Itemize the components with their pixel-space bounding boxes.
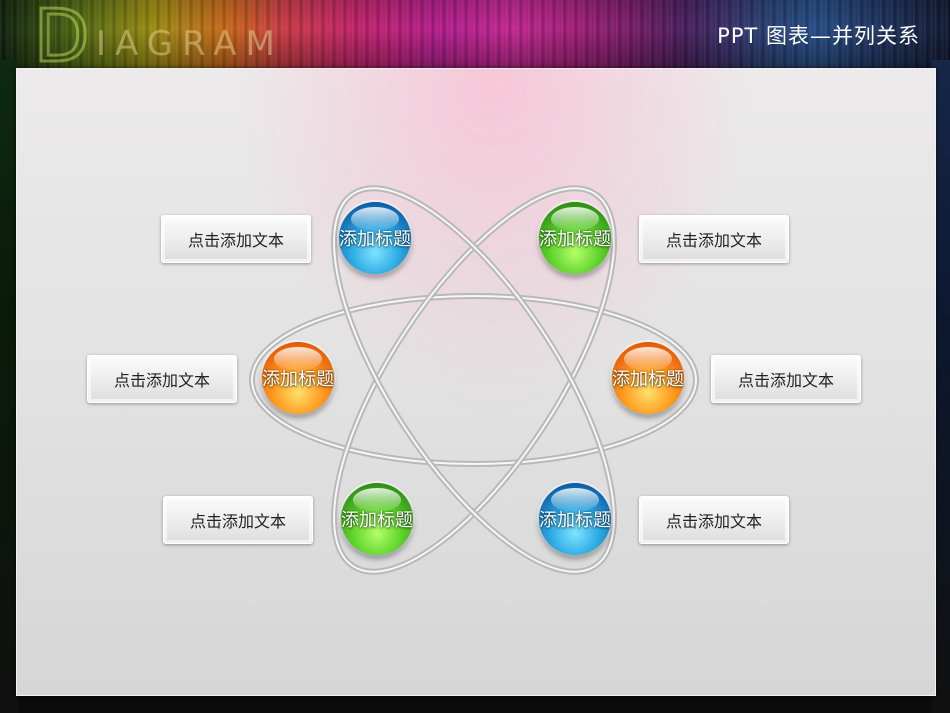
orb-middle-right[interactable]: 添加标题 bbox=[612, 342, 684, 414]
orb-title: 添加标题 bbox=[262, 369, 334, 390]
text-box-middle-right[interactable]: 点击添加文本 bbox=[711, 355, 861, 403]
orb-title: 添加标题 bbox=[539, 229, 611, 250]
orb-title: 添加标题 bbox=[539, 510, 611, 531]
text-box-middle-left[interactable]: 点击添加文本 bbox=[87, 355, 237, 403]
text-box-top-left[interactable]: 点击添加文本 bbox=[161, 215, 311, 263]
orb-title: 添加标题 bbox=[341, 510, 413, 531]
header-rainbow-band bbox=[0, 0, 950, 72]
orb-bottom-left[interactable]: 添加标题 bbox=[341, 483, 413, 555]
left-frame bbox=[0, 60, 18, 713]
slide-title: PPT 图表—并列关系 bbox=[717, 24, 920, 48]
text-box-bottom-right[interactable]: 点击添加文本 bbox=[639, 496, 789, 544]
text-box-top-right[interactable]: 点击添加文本 bbox=[639, 215, 789, 263]
orb-title: 添加标题 bbox=[339, 229, 411, 250]
orb-top-right[interactable]: 添加标题 bbox=[539, 202, 611, 274]
orb-middle-left[interactable]: 添加标题 bbox=[262, 342, 334, 414]
logo-text: IAGRAM bbox=[96, 24, 284, 64]
orb-bottom-right[interactable]: 添加标题 bbox=[539, 483, 611, 555]
orb-top-left[interactable]: 添加标题 bbox=[339, 202, 411, 274]
text-box-bottom-left[interactable]: 点击添加文本 bbox=[163, 496, 313, 544]
orb-title: 添加标题 bbox=[612, 369, 684, 390]
right-frame bbox=[932, 60, 950, 713]
logo-initial: D bbox=[32, 0, 92, 80]
